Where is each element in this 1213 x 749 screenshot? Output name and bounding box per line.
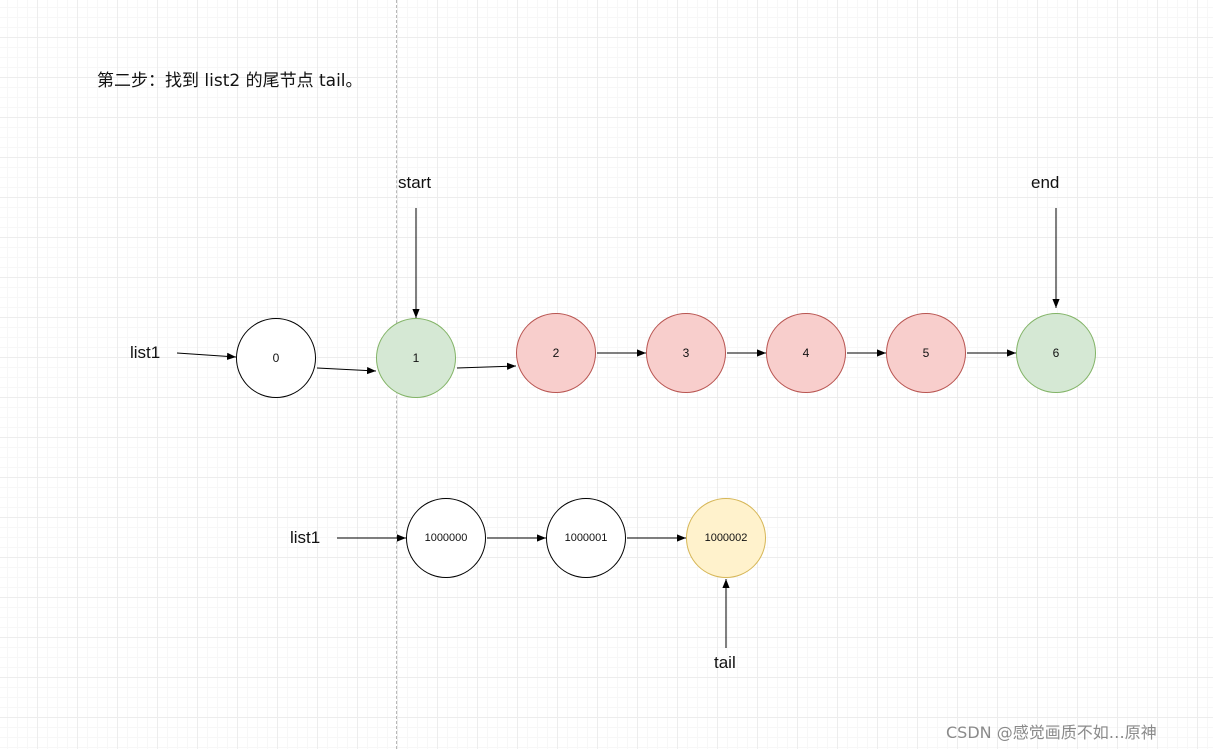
- node-3: 3: [646, 313, 726, 393]
- step-caption: 第二步：找到 list2 的尾节点 tail。: [97, 71, 363, 91]
- arrow-node-1-to-node-2: [456, 362, 517, 370]
- arrow-node-0-to-node-1: [316, 366, 377, 375]
- node-1000001: 1000001: [546, 498, 626, 578]
- node-6: 6: [1016, 313, 1096, 393]
- node-4: 4: [766, 313, 846, 393]
- node-2: 2: [516, 313, 596, 393]
- node-1000002: 1000002: [686, 498, 766, 578]
- label-start: start: [398, 173, 432, 192]
- node-1: 1: [376, 318, 456, 398]
- csdn-watermark: CSDN @感觉画质不如…原神: [946, 723, 1157, 742]
- node-5: 5: [886, 313, 966, 393]
- node-0: 0: [236, 318, 316, 398]
- arrow-list1-to-node-0: [176, 352, 237, 360]
- label-tail: tail: [714, 653, 736, 672]
- label-end: end: [1031, 173, 1060, 192]
- node-1000000: 1000000: [406, 498, 486, 578]
- label-list1-top: list1: [130, 343, 161, 362]
- label-list1-bottom: list1: [290, 528, 321, 547]
